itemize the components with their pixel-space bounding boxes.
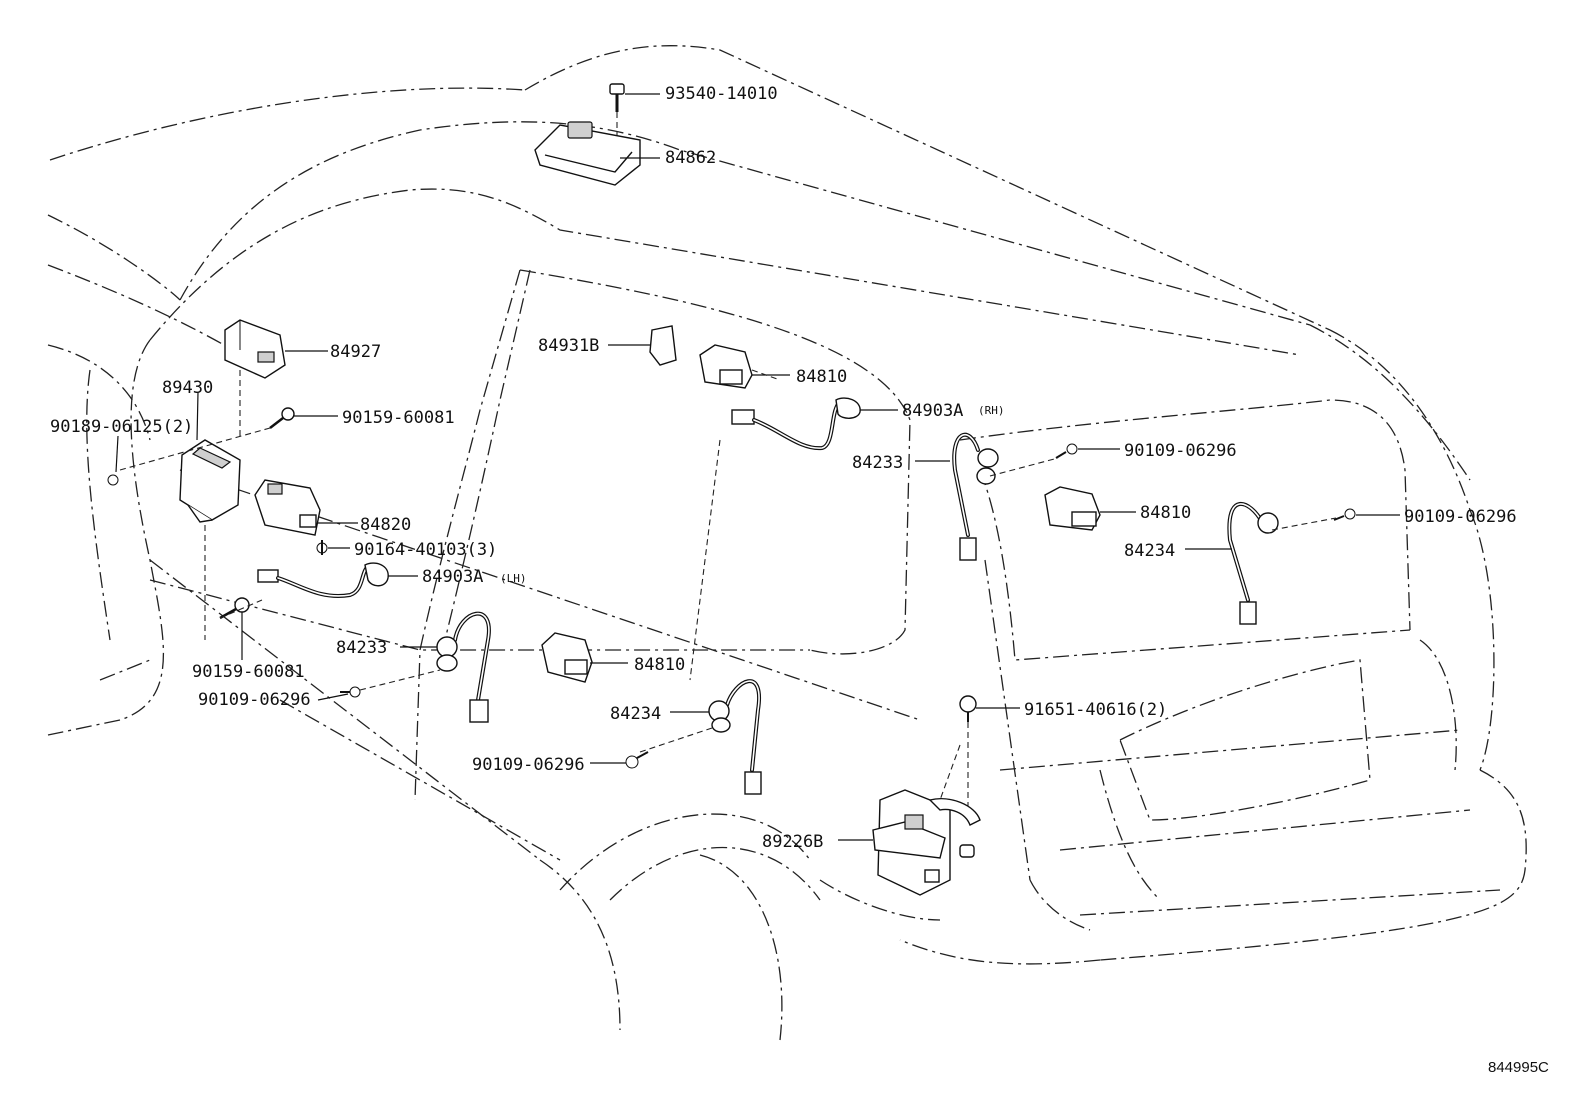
callout-labels: 93540-14010 84862 84927 89430 90189-0612… [50, 84, 1517, 852]
leader-lines [115, 93, 1400, 841]
callout-90159-60081-upper: 90159-60081 [342, 408, 455, 428]
wire-84903a-rh [731, 397, 861, 451]
callout-90109-06296-lower: 90109-06296 [472, 755, 585, 775]
callout-84903a-lh: 84903A [422, 567, 483, 587]
callout-84234-right: 84234 [1124, 541, 1175, 561]
screw-90109-lower-middle [625, 751, 649, 769]
callout-84927: 84927 [330, 342, 381, 362]
screw-90164 [316, 540, 328, 555]
figure-reference-code: 844995C [1488, 1059, 1549, 1076]
actuator-84810-right [1044, 486, 1101, 531]
callout-84234-lower: 84234 [610, 704, 661, 724]
callout-84233-right: 84233 [852, 453, 903, 473]
actuator-84820 [254, 479, 321, 536]
mounting-guides [119, 369, 1337, 801]
callout-90109-06296-upper-right: 90109-06296 [1124, 441, 1237, 461]
callout-84903a-rh: 84903A [902, 401, 963, 421]
screw-90109-upper-right [1055, 443, 1078, 459]
control-unit-89430 [107, 439, 241, 523]
callout-93540-14010: 93540-14010 [665, 84, 778, 104]
callout-90159-60081-lower: 90159-60081 [192, 662, 305, 682]
screw-90109-far-right [1333, 508, 1356, 521]
callout-91651-40616: 91651-40616(2) [1024, 700, 1167, 720]
callout-84810-lower: 84810 [634, 655, 685, 675]
callout-90189-06125: 90189-06125(2) [50, 417, 193, 437]
nut-91651 [959, 695, 977, 810]
callout-84903a-rh-side: (RH) [978, 404, 1005, 417]
switch-84234-right [1227, 501, 1279, 625]
vehicle-body-outline [47, 45, 1527, 1041]
callout-84862: 84862 [665, 148, 716, 168]
screw-90109-left [340, 686, 361, 698]
callout-90109-06296-left: 90109-06296 [198, 690, 311, 710]
actuator-84810-upper [699, 344, 753, 389]
callout-84931b: 84931B [538, 336, 599, 356]
callout-84903a-lh-side: (LH) [500, 572, 527, 585]
callout-89430: 89430 [162, 378, 213, 398]
callout-84810-right: 84810 [1140, 503, 1191, 523]
callout-90109-06296-far-right: 90109-06296 [1404, 507, 1517, 527]
connector-84931b [649, 325, 677, 366]
callout-89226b: 89226B [762, 832, 823, 852]
callout-84233-left: 84233 [336, 638, 387, 658]
callout-90164-40103: 90164-40103(3) [354, 540, 497, 560]
module-89226b [872, 789, 981, 896]
switch-84233-left [436, 611, 491, 723]
callout-84810-upper: 84810 [796, 367, 847, 387]
screw-90159-lower [219, 597, 250, 620]
actuator-84810-lower [541, 632, 593, 683]
wire-84903a-lh [257, 562, 389, 598]
module-84862 [534, 121, 641, 186]
callout-84820: 84820 [360, 515, 411, 535]
sensor-84927 [224, 319, 286, 379]
switch-84233-right [952, 432, 999, 561]
switch-84234-lower [708, 679, 762, 795]
screw-90159-upper [269, 407, 295, 429]
